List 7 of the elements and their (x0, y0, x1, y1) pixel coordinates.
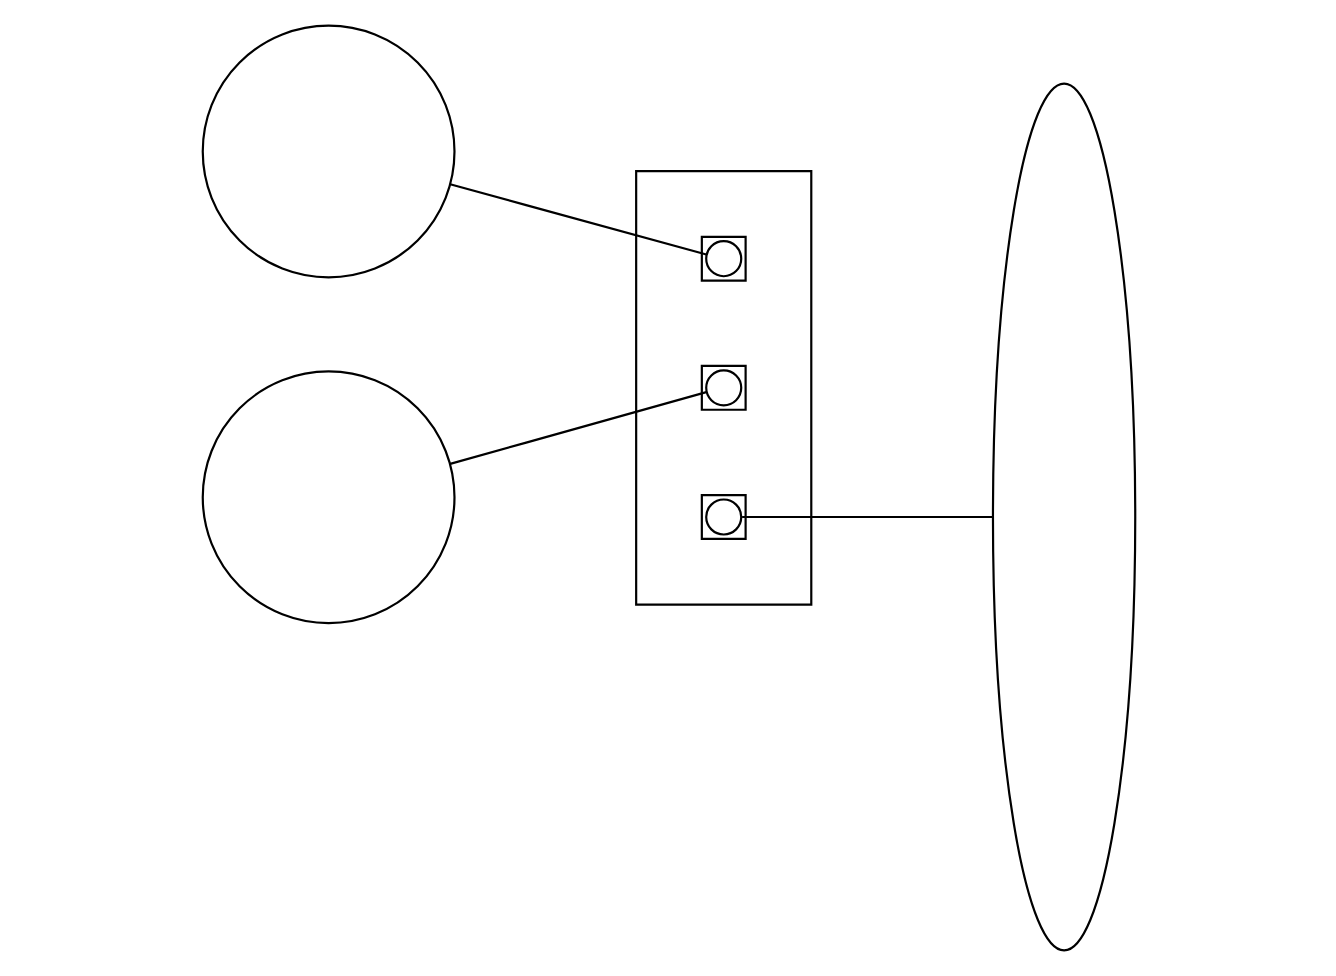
connector (448, 391, 706, 465)
node-circle (200, 24, 455, 279)
node-circle (200, 370, 455, 625)
connector (448, 183, 706, 256)
node-ellipse (990, 82, 1136, 952)
cluster (634, 170, 812, 606)
connector (741, 515, 992, 519)
